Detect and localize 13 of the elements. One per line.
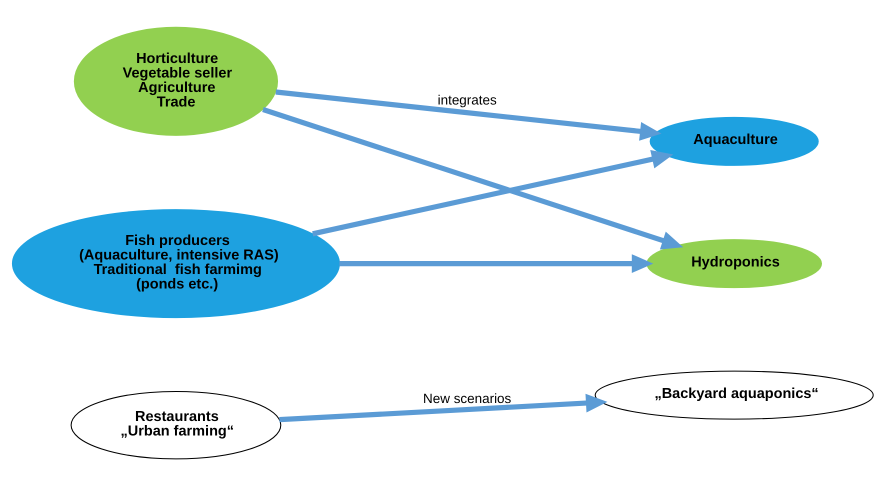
node-ellipse: Hydroponics [646, 239, 822, 288]
edge-label: New scenarios [423, 390, 512, 406]
node-ellipse: „Backyard aquaponics“ [594, 370, 874, 420]
arrow [262, 107, 684, 250]
arrow [279, 394, 608, 422]
node-ellipse: Fish producers (Aquaculture, intensive RAS) Traditional fish farmimg (ponds etc.) [12, 209, 340, 318]
arrow [312, 150, 674, 236]
arrow [276, 89, 662, 141]
node-ellipse: Restaurants „Urban farming“ [70, 390, 282, 460]
node-ellipse: Aquaculture [650, 116, 819, 166]
node-ellipse: Horticulture Vegetable seller Agriculture Trade [74, 26, 278, 136]
edge-label: integrates [438, 92, 497, 108]
arrow [339, 254, 654, 273]
